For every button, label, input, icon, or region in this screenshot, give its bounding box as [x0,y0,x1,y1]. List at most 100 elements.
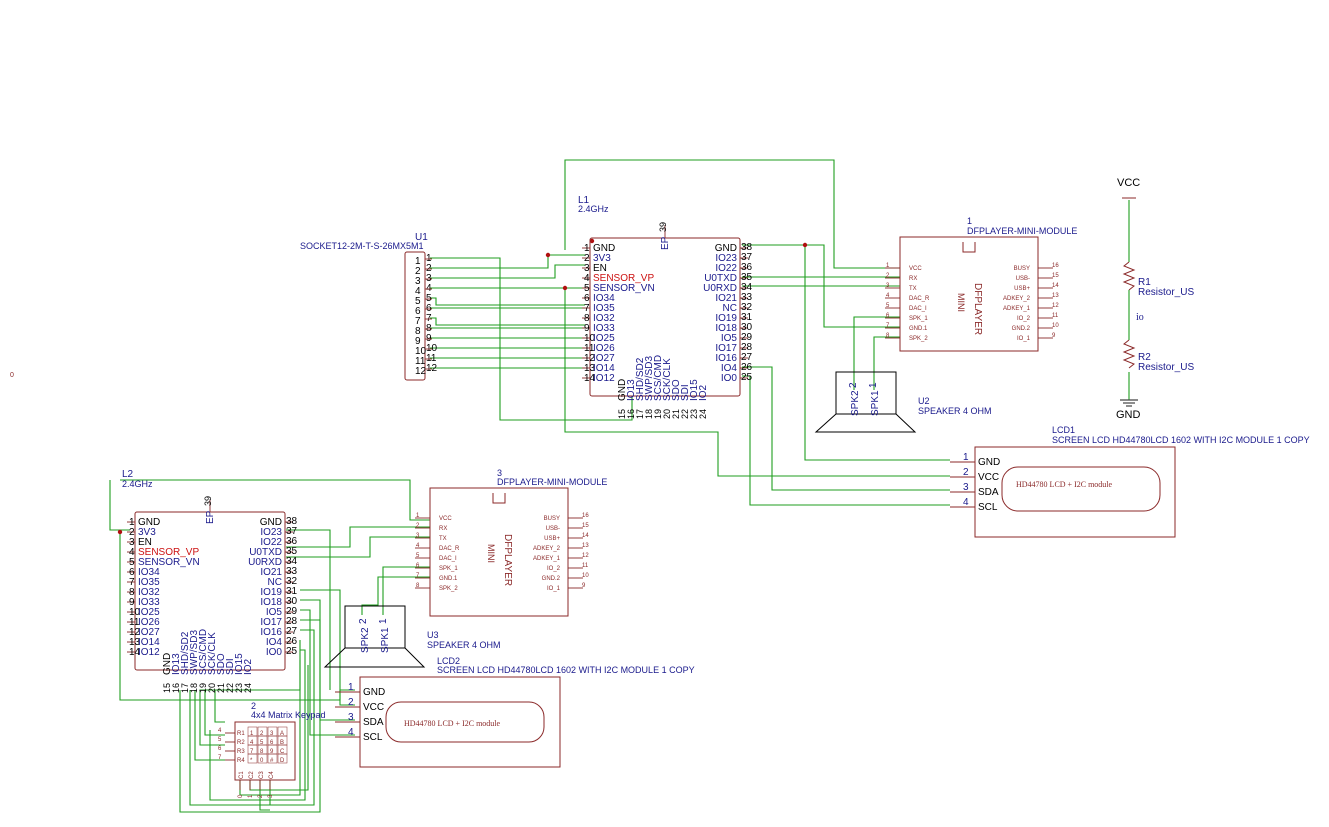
dfp3-pin-num: 7 [416,573,420,579]
l2-pin-name: IO14 [138,637,160,648]
dfp3-pin-name: DAC_I [439,556,457,562]
l2-pin-name: SCK/CLK [207,632,218,675]
keypad-row-label: R3 [237,749,245,755]
l1-pin-num: 1 [584,243,590,254]
dfp3-pin-name: GND.1 [439,576,458,582]
u1-pin-num: 11 [415,356,426,367]
u2-value: SPEAKER 4 OHM [918,406,992,416]
l1-pin-num: 30 [741,322,753,333]
l1-pin-num: 11 [584,343,595,354]
u1-pin-num: 10 [415,346,427,357]
keypad-key: 4 [250,740,254,746]
dfp1-ref: 1 [967,216,972,226]
dfp1-pin-name: ADKEY_2 [1003,296,1031,302]
dfp3-pin-num: 13 [582,543,589,549]
l2-pin-num: 26 [286,636,298,647]
l1-pin-num: 20 [662,409,672,419]
l1-pin-name: IO27 [593,353,615,364]
l1-pin-name: SENSOR_VN [593,283,655,294]
dfp1-value: DFPLAYER-MINI-MODULE [967,226,1077,236]
dfp1-pin-name: VCC [909,266,922,272]
l1-pin-name: IO15 [689,379,700,401]
keypad-col-label: C4 [269,771,275,779]
dfp3-sub: MINI [486,544,496,563]
u2-spk1: SPK1 [870,390,881,416]
lcd1-pins-pin-name: GND [978,457,1000,468]
u1-pin-num: 8 [415,326,421,337]
dfp3-value: DFPLAYER-MINI-MODULE [497,477,607,487]
lcd1-pins-pin-num: 1 [963,452,969,463]
l1-pin-num: 31 [741,312,753,323]
l2-pin-num: 36 [286,536,298,547]
l1-pin-name: U0TXD [704,273,737,284]
l1-pin-num: 19 [653,409,663,419]
keypad-key: 9 [270,749,274,755]
dfp1-pin-name: GND.1 [909,326,928,332]
dfp3-pin-num: 5 [416,553,420,559]
l1-pin-name: NC [723,303,737,314]
l2-pin-num: 14 [129,647,141,658]
keypad-key-box [257,753,268,764]
l2-pin-name: IO26 [138,617,160,628]
l2-pin-num: 17 [180,683,190,693]
u3-pin2: 2 [358,618,369,624]
l2-pin-num: 8 [129,587,135,598]
u1-pin-label: 4 [426,283,432,294]
lcd2-pins-pin-name: SDA [363,717,384,728]
l2-value: 2.4GHz [122,479,153,489]
dfp3-title: DFPLAYER [502,534,513,586]
l1-pin-num: 25 [741,372,753,383]
l1-pin-num: 28 [741,342,753,353]
l2-pin-name: GND [162,653,173,675]
l2-pin-num: 32 [286,576,298,587]
wires [109,159,1130,813]
dfp1-sub: MINI [956,293,966,312]
dfp1-pin-name: BUSY [1014,266,1030,272]
keypad-value: 4x4 Matrix Keypad [251,710,326,720]
dfp3-pin-num: 2 [416,523,420,529]
l2-pin-name: SWP/SD3 [189,630,200,675]
u1-pin-num: 5 [415,296,421,307]
l1-pin-num: 3 [584,263,590,274]
dfp1-pin-num: 4 [886,293,890,299]
l2-pin-name: GND [260,517,282,528]
l2-pin-name: IO32 [138,587,160,598]
dfp3-pin-num: 8 [416,583,420,589]
l1-pin-num: 36 [741,262,753,273]
l1-pin-num: 37 [741,252,753,263]
l1-pin-num: 38 [741,242,753,253]
l2-pin-num: 5 [129,557,135,568]
l1-pin-name: IO19 [715,313,737,324]
u2-pin2: 2 [848,382,859,388]
l2-pin-num: 7 [129,577,135,588]
dfp1-pin-name: USB- [1016,276,1030,282]
u1-pin-label: 11 [426,353,437,364]
keypad-key: # [270,758,274,764]
lcd2-ref: LCD2 [437,656,460,666]
l1-pin-name: SDO [671,379,682,401]
u1-pin-label: 7 [426,313,432,324]
l1-pin-num: 8 [584,313,590,324]
dfp1-pin-num: 15 [1052,273,1059,279]
dfp3-pin-name: BUSY [544,516,560,522]
l2-pin-num: 38 [286,516,298,527]
l1-pin-num: 13 [584,363,596,374]
u1-value: SOCKET12-2M-T-S-26MX5M1 [300,241,424,251]
l2-pin-name: SDI [225,658,236,675]
dfp1-pin-num: 5 [886,303,890,309]
l2-pin-name: IO5 [266,607,283,618]
dfp1-pin-num: 2 [886,273,890,279]
dfp3-pin-name: SPK_1 [439,566,458,572]
lcd1-value: SCREEN LCD HD44780LCD 1602 WITH I2C MODU… [1052,435,1310,445]
dfp3-pin-num: 9 [582,583,586,589]
l1-pin-name: IO23 [715,253,737,264]
l2-pin-num: 34 [286,556,298,567]
l1-pin-num: 5 [584,283,590,294]
dfp3-pin-num: 3 [416,533,420,539]
l2-pin-num: 35 [286,546,298,557]
l2-ep-num: 39 [203,496,213,506]
l2-pin-name: IO0 [266,647,283,658]
dfp1-pin-name: ADKEY_1 [1003,306,1031,312]
keypad-key-box [277,753,288,764]
